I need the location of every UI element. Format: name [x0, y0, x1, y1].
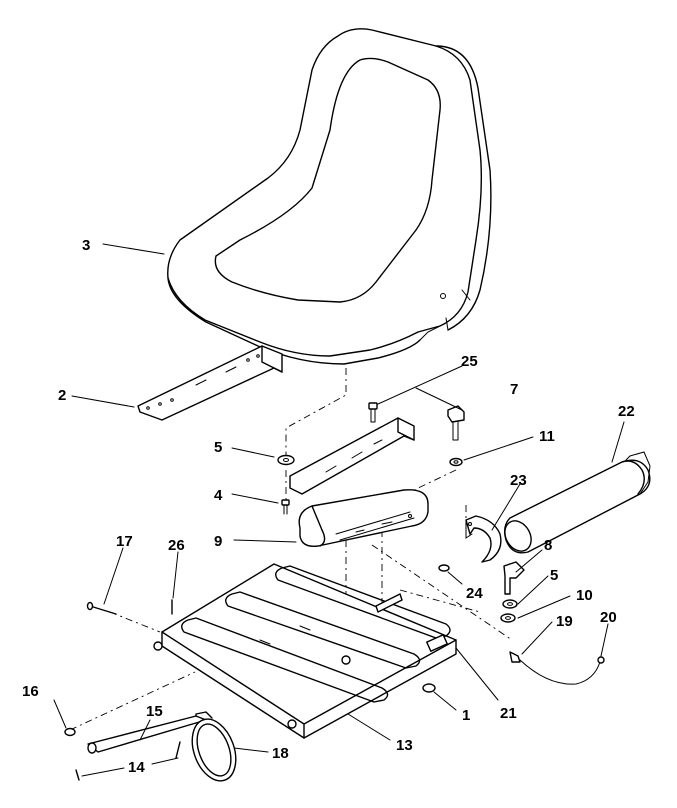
callout-8: 8 — [544, 537, 552, 554]
seat-bracket — [137, 345, 283, 421]
callout-19: 20 — [600, 609, 617, 626]
pin-17 — [86, 601, 117, 615]
callout-9: 9 — [214, 533, 222, 550]
bolt-7 — [447, 405, 465, 441]
knob-8 — [503, 561, 525, 595]
washer-5-upper — [277, 454, 295, 466]
callout-3: 3 — [82, 237, 90, 254]
callout-4: 4 — [214, 487, 223, 504]
callout-24: 24 — [466, 585, 483, 602]
callout-13: 13 — [396, 737, 413, 754]
callout-23: 23 — [510, 472, 527, 489]
callout-21: 21 — [500, 705, 517, 722]
nut-24 — [438, 564, 450, 572]
callout-labels: 3 2 25 7 22 11 5 23 4 9 17 26 8 5 24 10 … — [22, 237, 635, 776]
callout-7: 7 — [510, 381, 518, 398]
handle-ring-20 — [191, 718, 237, 782]
spring-pins-14 — [75, 741, 181, 781]
washer-16 — [64, 727, 76, 737]
callout-15: 15 — [146, 703, 163, 720]
callout-14: 14 — [128, 759, 145, 776]
callout-25: 25 — [461, 353, 478, 370]
washer-11 — [449, 457, 463, 467]
washer-5-lower — [502, 599, 518, 609]
tube-clamp — [465, 515, 502, 563]
bolt-4 — [281, 499, 290, 515]
slide-bracket — [289, 417, 415, 495]
callout-26: 26 — [168, 537, 185, 554]
callout-22: 22 — [618, 403, 635, 420]
bolt-25 — [368, 402, 378, 423]
washer-10 — [500, 613, 516, 623]
callout-18: 19 — [556, 613, 573, 630]
callout-5-lower: 5 — [550, 567, 558, 584]
nut-1 — [422, 683, 436, 693]
lanyard-cable — [509, 651, 605, 685]
callout-1: 1 — [462, 707, 470, 724]
callout-11: 11 — [539, 428, 555, 445]
callout-16: 16 — [22, 683, 39, 700]
storage-tube — [503, 451, 651, 554]
seat-track — [298, 489, 429, 547]
seat — [167, 28, 492, 365]
callout-2: 2 — [58, 387, 66, 404]
base-plate — [153, 563, 457, 739]
leader-lines — [53, 243, 625, 777]
callout-5-upper: 5 — [214, 439, 222, 456]
pin-bar — [375, 593, 403, 613]
callout-20: 18 — [272, 745, 289, 762]
callout-10: 10 — [576, 587, 593, 604]
callout-17: 17 — [116, 533, 133, 550]
